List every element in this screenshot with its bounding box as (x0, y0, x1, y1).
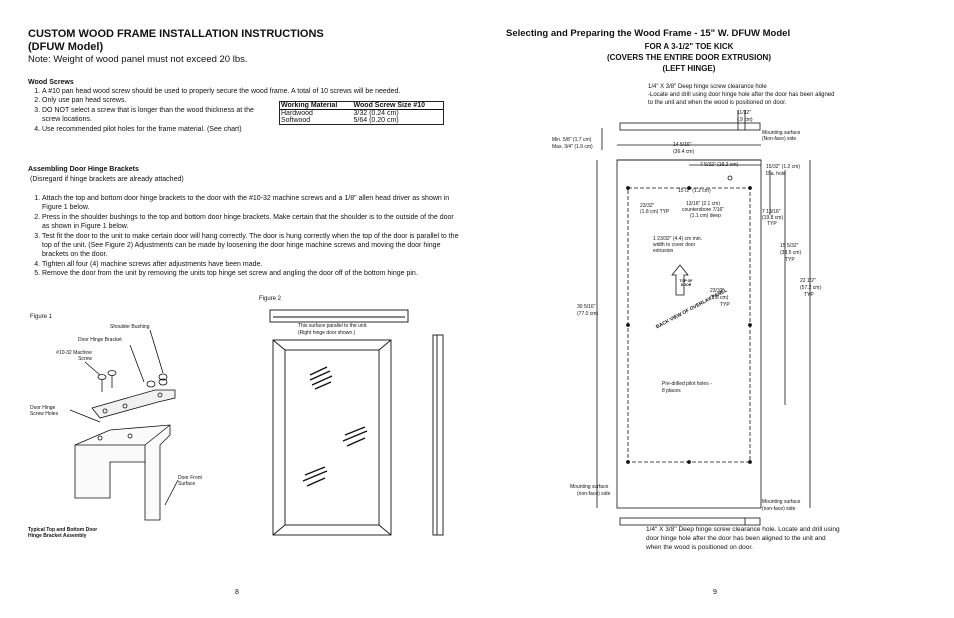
brackets-subheading: (Disregard if hinge brackets are already… (30, 176, 184, 183)
right-subtitle: FOR A 3-1/2" TOE KICK (COVERS THE ENTIRE… (506, 41, 872, 74)
table-cell: Hardwood (281, 110, 313, 117)
wood-screws-step: A #10 pan head wood screw should be used… (42, 87, 462, 96)
frame-drawing (596, 110, 811, 526)
dim-typ: TYP (767, 221, 777, 227)
dim-14: 14 5/16" (673, 142, 692, 148)
pilot-holes-label2: 8 places (662, 388, 681, 394)
table-cell: 5/64 (0.20 cm) (353, 117, 399, 124)
note-line: -Locate and drill using door hinge hole … (648, 92, 835, 98)
dim-1-23b: width to cover door (653, 242, 696, 248)
wood-screws-step: DO NOT select a screw that is longer tha… (42, 106, 267, 125)
page-number-right: 9 (713, 589, 717, 596)
dim-15-5-cm: (38.5 cm) (780, 250, 802, 256)
arrow-label: TOP OF DOOR (679, 279, 693, 287)
wood-screws-step: Only use pan head screws. (42, 96, 467, 105)
dim-30: 30 5/16" (577, 304, 596, 310)
subtitle-line: FOR A 3-1/2" TOE KICK (644, 42, 734, 51)
label-door-front: Door Front Surface (178, 475, 202, 487)
weight-note: Note: Weight of wood panel must not exce… (28, 54, 248, 65)
figure1-caption: Typical Top and Bottom Door Hinge Bracke… (28, 527, 98, 539)
dim-1-23: 1 23/32" (4.4) cm min. (653, 236, 703, 242)
brackets-step: Test fit the door to the unit to make ce… (42, 232, 460, 260)
note-line: when the wood is positioned on door. (646, 544, 753, 551)
dim-30-cm: (77.0 cm) (577, 311, 599, 317)
note-line: 1/4" X 3/8" Deep hinge screw clearance h… (646, 526, 840, 533)
label-dia-hole: Dia. hole (766, 171, 786, 177)
dim-1-23c: extrusion (653, 248, 674, 254)
dim-23b: 23/32" (710, 288, 725, 294)
figure2-drawing (269, 309, 444, 536)
brackets-step: Tighten all four (4) machine screws afte… (42, 260, 460, 269)
dim-23a-cm: (1.8 cm) TYP (640, 209, 670, 215)
dim-7-13: 7 13/16" (762, 209, 781, 215)
table-cell: 3/32 (0.24 cm) (353, 110, 399, 117)
page-number-left: 8 (235, 589, 239, 596)
label-machine-screw: #10-32 Machine Screw (56, 350, 92, 362)
screw-size-table: Working Material Wood Screw Size #10 Har… (279, 101, 444, 125)
note-line: door hinge hole after the door has been … (646, 535, 826, 542)
table-header: Working Material (279, 101, 353, 110)
dim-7-13-cm: (19.8 cm) (762, 215, 784, 221)
dim-typ: TYP (785, 257, 795, 263)
note-line: 1/4" X 3/8" Deep hinge screw clearance h… (648, 84, 767, 90)
dim-7: 7 5/32" (18.2 cm) (700, 162, 739, 168)
label-door-hinge-bracket: Door Hinge Bracket (78, 337, 122, 343)
table-cell: Softwood (281, 117, 311, 124)
bottom-hinge-note: 1/4" X 3/8" Deep hinge screw clearance h… (646, 525, 840, 552)
dim-23a: 23/32" (640, 203, 655, 209)
label-parallel: This surface parallel to the unit. (298, 323, 368, 329)
dim-11-32: 11/32" (737, 110, 751, 116)
label-mount-br: Mounting surface (762, 499, 801, 505)
brackets-step: Attach the top and bottom door hinge bra… (42, 194, 460, 213)
note-line: to the unit and when the wood is positio… (648, 100, 787, 106)
pilot-holes-label: Pre-drilled pilot holes - (662, 381, 712, 387)
brackets-heading: Assembling Door Hinge Brackets (28, 166, 139, 173)
dim-15-5: 15 5/32" (780, 243, 799, 249)
dim-14-cm: (36.4 cm) (673, 149, 695, 155)
brackets-list: Attach the top and bottom door hinge bra… (28, 194, 460, 279)
table-row: Softwood 5/64 (0.20 cm) (280, 117, 444, 125)
brackets-step: Press in the shoulder bushings to the to… (42, 213, 460, 232)
label-right-hinge: (Right hinge door shown.) (298, 330, 356, 336)
label-screw-holes: Door Hinge Screw Holes (30, 405, 59, 417)
left-title-line2: (DFUW Model) (28, 41, 104, 53)
table-header: Wood Screw Size #10 (352, 101, 444, 110)
dim-15-32: 15/32" (1.2 cm) (766, 164, 801, 170)
dim-max: Max. 3/4" (1.9 cm) (552, 144, 593, 150)
dim-13b: countersbore 7/16" (682, 207, 725, 213)
table-row: Hardwood 3/32 (0.24 cm) (280, 110, 444, 117)
dim-22-cm: (57.2 cm) (800, 285, 822, 291)
wood-screws-list: A #10 pan head wood screw should be used… (28, 87, 467, 134)
dim-13c: (1.1 cm) deep (690, 213, 721, 219)
dim-23b-cm: (1.8 cm) (710, 295, 729, 301)
wood-screws-heading: Wood Screws (28, 79, 74, 86)
figure1-drawing (69, 329, 179, 521)
dim-11-32-cm: (.9 cm) (737, 117, 753, 123)
figure1-title: Figure 1 (30, 314, 53, 320)
label-shoulder-bushing: Shoulder Bushing (110, 324, 150, 330)
label-mount-br2: (non-face) side (762, 506, 796, 512)
dim-min: Min. 5/8" (1.7 cm) (552, 137, 592, 143)
dim-15-2: 15 /2" (1.2 cm) (678, 188, 711, 194)
figure2-title: Figure 2 (259, 296, 282, 302)
label-mount-top: Mounting surface (762, 130, 801, 136)
wood-screws-step: Use recommended pilot holes for the fram… (42, 125, 467, 134)
subtitle-line: (LEFT HINGE) (662, 64, 716, 73)
left-title-line1: CUSTOM WOOD FRAME INSTALLATION INSTRUCTI… (28, 28, 324, 40)
dim-typ: TYP (720, 302, 730, 308)
label-mount-bl: Mounting surface (570, 484, 609, 490)
label-mount-bl2: (non-face) side (577, 491, 611, 497)
subtitle-line: (COVERS THE ENTIRE DOOR EXTRUSION) (606, 53, 771, 62)
dim-typ: TYP (804, 292, 814, 298)
dim-22: 22 1/2" (800, 278, 816, 284)
top-hinge-note: 1/4" X 3/8" Deep hinge screw clearance h… (648, 83, 834, 107)
label-mount-top2: (Non-face) side (762, 136, 797, 142)
dim-13: 13/16" (2.1 cm) (686, 201, 721, 207)
right-title: Selecting and Preparing the Wood Frame -… (506, 28, 791, 39)
brackets-step: Remove the door from the unit by removin… (42, 269, 460, 278)
